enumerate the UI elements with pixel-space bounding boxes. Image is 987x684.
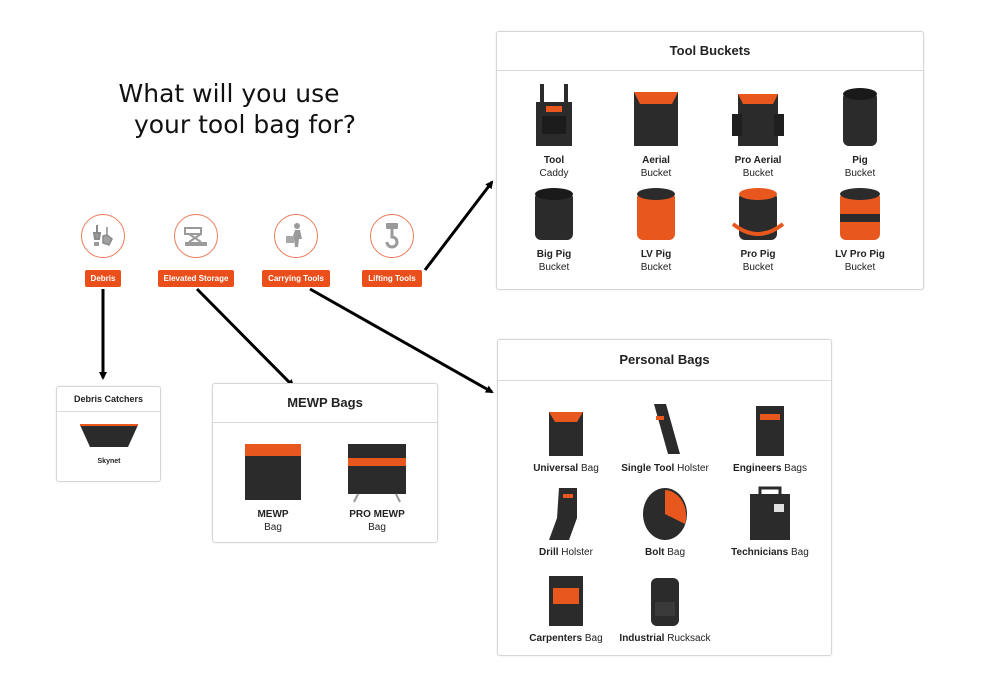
arrow-elevated [195,287,295,388]
headline-line-1: What will you use [118,79,340,108]
headline: What will you use your tool bag for? [100,78,390,140]
product-universal-bag[interactable]: Universal Bag [516,402,616,475]
technicians-bag-image [746,486,794,542]
panel-title: MEWP Bags [213,384,437,423]
panel-title: Personal Bags [498,340,831,381]
product-engineers-bags[interactable]: Engineers Bags [720,402,820,475]
category-debris[interactable]: Debris [63,214,143,287]
pro-pig-bucket-image [731,184,785,244]
category-label: Debris [84,270,122,287]
big-pig-bucket-image [529,184,579,244]
headline-line-2: your tool bag for? [133,110,357,139]
product-industrial-rucksack[interactable]: Industrial Rucksack [606,572,724,645]
tool-caddy-image [528,80,580,150]
skynet-image [78,421,140,453]
industrial-rucksack-image [645,572,685,628]
category-label: Carrying Tools [262,270,330,287]
single-tool-holster-image [644,402,686,458]
panel-title: Debris Catchers [57,387,160,412]
lv-pro-pig-bucket-image [832,184,888,244]
elevated-platform-icon [174,214,218,258]
aerial-bucket-image [628,80,684,150]
product-drill-holster[interactable]: Drill Holster [516,486,616,559]
category-lifting-tools[interactable]: Lifting Tools [352,214,432,287]
product-skynet[interactable]: Skynet [69,421,149,466]
product-technicians-bag[interactable]: Technicians Bag [720,486,820,559]
pro-mewp-bag-image [344,436,410,504]
category-elevated-storage[interactable]: Elevated Storage [156,214,236,287]
arrow-carrying [309,287,494,394]
arrow-lifting [423,180,494,271]
debris-icon [81,214,125,258]
category-carrying-tools[interactable]: Carrying Tools [256,214,336,287]
product-bolt-bag[interactable]: Bolt Bag [610,486,720,559]
product-carpenters-bag[interactable]: Carpenters Bag [508,572,624,645]
panel-title: Tool Buckets [497,32,923,71]
product-single-tool-holster[interactable]: Single Tool Holster [610,402,720,475]
pig-bucket-image [837,80,883,150]
category-label: Lifting Tools [362,270,422,287]
debris-catchers-panel: Debris Catchers Skynet [56,386,161,482]
engineers-bags-image [752,402,788,458]
person-carrying-icon [274,214,318,258]
bolt-bag-image [640,486,690,542]
category-label: Elevated Storage [157,270,235,287]
mewp-bag-image [241,436,305,504]
carpenters-bag-image [545,572,587,628]
lv-pig-bucket-image [631,184,681,244]
universal-bag-image [545,402,587,458]
pro-aerial-bucket-image [730,80,786,150]
hook-icon [370,214,414,258]
personal-bags-panel: Personal Bags Universal Bag Single Tool … [497,339,832,656]
drill-holster-image [545,486,587,542]
